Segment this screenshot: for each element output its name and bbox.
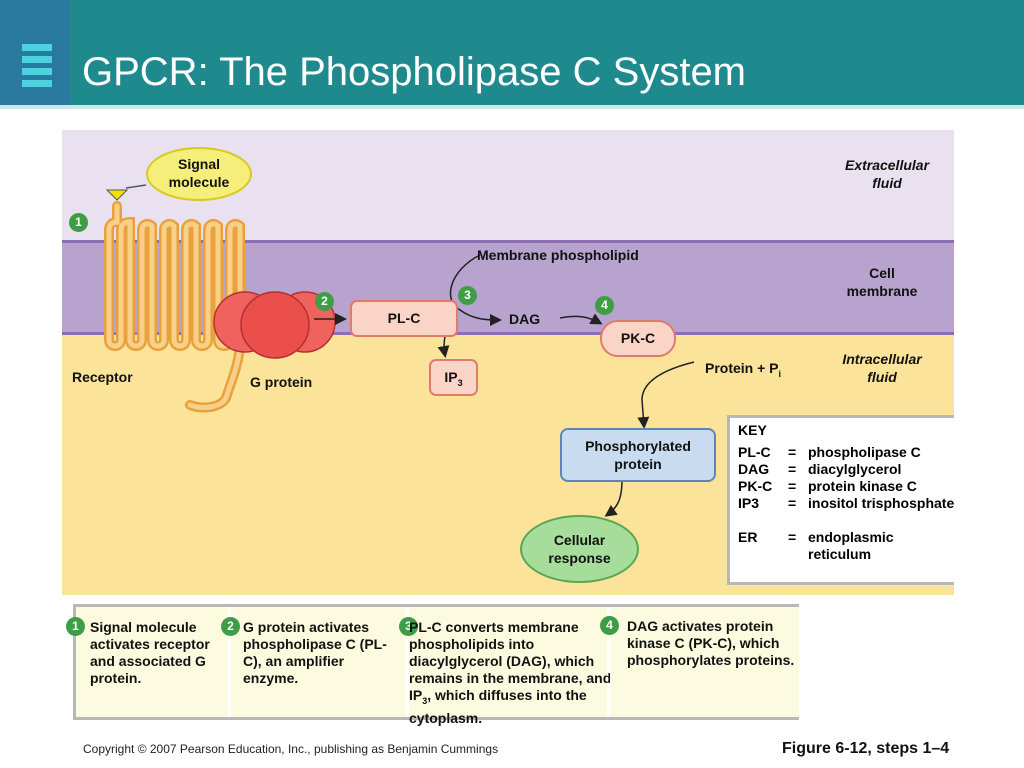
plc-text: PL-C <box>387 310 421 326</box>
ip3-box: IP3 <box>429 359 478 396</box>
pi-subscript: i <box>778 368 782 379</box>
key-def: endoplasmic reticulum <box>808 529 894 562</box>
step-text-4: DAG activates protein kinase C (PK-C), w… <box>627 618 795 668</box>
key-abbr: PL-C <box>738 444 771 460</box>
receptor-highlight <box>106 203 243 410</box>
cellular-response-text: Cellular response <box>548 532 611 566</box>
step-text-2: G protein activates phospholipase C (PL-… <box>243 619 387 686</box>
key-abbr: ER <box>738 529 758 545</box>
arrow-protein-to-phosphorylated <box>637 361 695 429</box>
step-badge-3: 3 <box>458 286 477 305</box>
key-eq: = <box>788 495 797 511</box>
arrow-dag-to-pkc <box>559 313 603 325</box>
copyright-text: Copyright © 2007 Pearson Education, Inc.… <box>83 742 499 756</box>
receptor-label: Receptor <box>72 369 133 385</box>
cellular-response-ellipse: Cellular response <box>520 515 639 583</box>
intracellular-label: Intracellular fluid <box>842 351 922 385</box>
header-divider <box>0 105 1024 109</box>
steps-panel: 1 Signal molecule activates receptor and… <box>66 604 799 726</box>
step-text-1: Signal molecule activates receptor and a… <box>90 619 210 686</box>
g-protein-label: G protein <box>250 374 313 390</box>
signal-molecule-text: Signal molecule <box>168 156 230 190</box>
step-text-3-subscript: 3 <box>422 695 428 706</box>
membrane-edge-top <box>62 240 954 243</box>
key-abbr: IP3 <box>738 495 760 511</box>
pkc-text: PK-C <box>620 330 656 346</box>
key-def: phospholipase C <box>808 444 921 460</box>
step-badge-2: 2 <box>315 292 334 311</box>
logo-bar-icon <box>22 56 52 63</box>
key-eq: = <box>788 444 797 460</box>
logo-bar-icon <box>22 80 52 87</box>
step-number-4: 4 <box>600 616 619 635</box>
signal-pointer-line <box>125 184 147 189</box>
key-eq: = <box>788 529 797 545</box>
cell-membrane-label: Cell membrane <box>846 265 918 299</box>
step-number-2: 2 <box>221 617 240 636</box>
pathway-drawing <box>104 184 695 517</box>
step-badge-4: 4 <box>595 296 614 315</box>
key-box: KEY PL-C = phospholipase C DAG = diacylg… <box>727 415 954 585</box>
ip3-text: IP <box>444 369 458 385</box>
pathway-figure: Signal molecule Extracellular fluid Cell… <box>62 130 954 595</box>
plc-enzyme-box: PL-C <box>350 300 458 337</box>
figure-reference: Figure 6-12, steps 1–4 <box>782 740 950 757</box>
key-row-pkc: PK-C = protein kinase C <box>738 478 948 495</box>
step-panel-1: 1 Signal molecule activates receptor and… <box>66 607 228 717</box>
step-badge-1: 1 <box>69 213 88 232</box>
slide-title: GPCR: The Phospholipase C System <box>82 50 747 94</box>
step-text-3-part-b: , which diffuses into the cytoplasm. <box>409 687 587 726</box>
signal-molecule-ligand-icon <box>105 189 129 201</box>
key-abbr: DAG <box>738 461 770 477</box>
arrow-to-cellular-response <box>604 479 623 517</box>
slide-logo <box>0 0 70 105</box>
key-def: inositol trisphosphate <box>808 495 954 511</box>
key-def: protein kinase C <box>808 478 917 494</box>
arrow-phospholipid-to-dag <box>449 254 502 326</box>
g-protein-subunit-icon <box>240 291 310 359</box>
dag-label: DAG <box>509 311 541 327</box>
protein-pi-label: Protein + Pi <box>705 359 781 383</box>
phosphorylated-protein-text: Phosphorylated protein <box>585 438 691 472</box>
key-def: diacylglycerol <box>808 461 902 477</box>
key-eq: = <box>788 461 797 477</box>
step-text-3: PL-C converts membrane phospholipids int… <box>409 619 619 727</box>
key-row-plc: PL-C = phospholipase C <box>738 444 948 461</box>
key-row-er: ER = endoplasmic reticulum <box>738 529 948 563</box>
ip3-subscript: 3 <box>457 377 463 388</box>
logo-bar-icon <box>22 44 52 51</box>
step-number-1: 1 <box>66 617 85 636</box>
key-row-dag: DAG = diacylglycerol <box>738 461 948 478</box>
extracellular-label: Extracellular fluid <box>844 157 930 191</box>
key-eq: = <box>788 478 797 494</box>
key-title: KEY <box>738 422 767 438</box>
membrane-edge-bottom <box>62 332 954 335</box>
phosphorylated-protein-box: Phosphorylated protein <box>560 428 716 482</box>
step-text-3-part-a: PL-C converts membrane phospholipids int… <box>409 619 612 703</box>
key-abbr: PK-C <box>738 478 773 494</box>
step-number-3: 3 <box>399 617 418 636</box>
step-panel-3: 3 PL-C converts membrane phospholipids i… <box>399 607 611 726</box>
signal-molecule-label: Signal molecule <box>146 147 252 201</box>
slide-header: GPCR: The Phospholipase C System <box>0 0 1024 105</box>
pkc-enzyme-box: PK-C <box>600 320 676 357</box>
key-row-ip3: IP3 = inositol trisphosphate <box>738 495 954 529</box>
logo-bar-icon <box>22 68 52 75</box>
protein-pi-text: Protein + P <box>705 360 779 376</box>
step-panel-2: 2 G protein activates phospholipase C (P… <box>221 607 406 717</box>
membrane-phospholipid-label: Membrane phospholipid <box>477 247 639 263</box>
step-panel-4: 4 DAG activates protein kinase C (PK-C),… <box>600 607 799 717</box>
